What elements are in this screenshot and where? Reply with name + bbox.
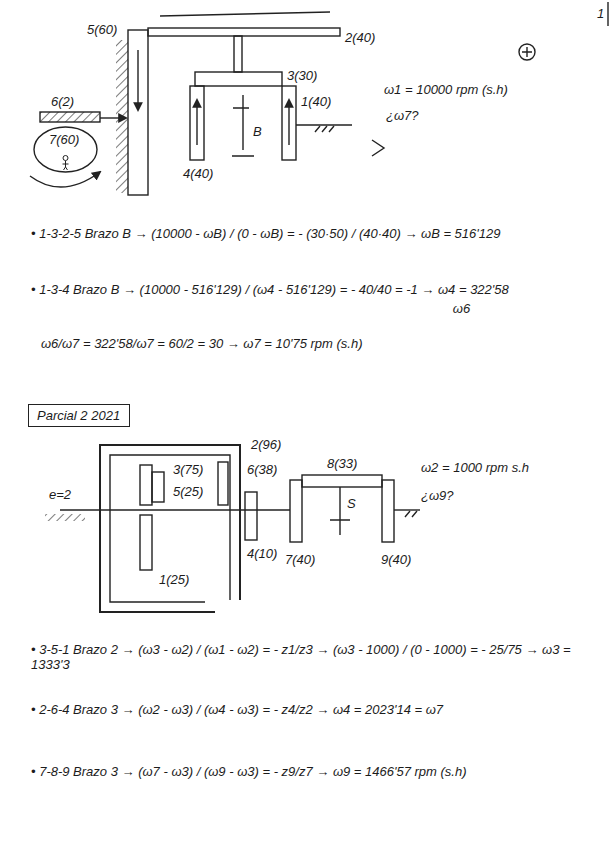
bevel-gear <box>190 86 204 160</box>
bearing-symbol <box>315 126 334 132</box>
sketch-stroke <box>160 12 330 16</box>
gear <box>218 462 228 505</box>
bottom-gear-train <box>45 445 420 612</box>
equation: • 3-5-1 Brazo 2 → (ω3 - ω2) / (ω1 - ω2) … <box>30 642 602 672</box>
part-label: 4(10) <box>246 546 278 561</box>
part-label: ¿ω7? <box>385 108 420 123</box>
equation: ω6/ω7 = 322'58/ω7 = 60/2 = 30 → ω7 = 10'… <box>40 336 364 351</box>
part-label: 3(75) <box>172 462 204 477</box>
ground-hatch <box>45 514 85 521</box>
equation: • 1-3-4 Brazo B → (10000 - 516'129) / (ω… <box>30 282 510 297</box>
bearing-symbol <box>405 511 417 517</box>
gear <box>140 465 152 505</box>
part-label: 5(25) <box>172 484 204 499</box>
sign-symbol <box>522 47 532 57</box>
part-label: 1(25) <box>158 572 190 587</box>
shaft <box>296 124 352 125</box>
part-label: S <box>346 496 357 511</box>
equation: • 7-8-9 Brazo 3 → (ω7 - ω3) / (ω9 - ω3) … <box>30 764 468 779</box>
ground-hatch <box>116 40 128 193</box>
part-label: e=2 <box>48 487 72 502</box>
rotation-arrow <box>196 100 197 145</box>
arm-frame <box>100 445 240 612</box>
part-label: B <box>252 124 263 139</box>
gear-bar <box>148 28 340 36</box>
figure-symbol <box>63 156 69 171</box>
equation: • 2-6-4 Brazo 3 → (ω2 - ω3) / (ω4 - ω3) … <box>30 702 444 717</box>
figure-symbol <box>63 161 69 170</box>
part-label: ¿ω9? <box>420 488 455 503</box>
part-label: 8(33) <box>326 456 358 471</box>
bevel-gear <box>290 480 302 542</box>
arm-frame <box>110 455 230 602</box>
part-label: 2(96) <box>250 437 282 452</box>
part-label: 1 <box>596 6 605 21</box>
rotation-arrow <box>30 172 100 187</box>
circle-outline <box>34 127 97 172</box>
part-label: 7(40) <box>284 552 316 567</box>
part-label: 6(2) <box>50 94 75 109</box>
ring-gear <box>128 30 148 195</box>
part-label: ω6 <box>452 301 471 316</box>
gear <box>245 492 257 540</box>
part-label: ω1 = 10000 rpm (s.h) <box>383 82 509 97</box>
input-arrow <box>100 117 126 118</box>
input-shaft <box>40 112 100 122</box>
section-title: Parcial 2 2021 <box>37 408 121 423</box>
shaft <box>234 36 242 72</box>
part-label: 6(38) <box>246 462 278 477</box>
circled-gear-label: 7(60) <box>33 126 98 173</box>
part-label: 4(40) <box>182 166 214 181</box>
bevel-gear <box>195 72 282 86</box>
page-bracket <box>607 2 608 26</box>
part-label: 1(40) <box>300 94 332 109</box>
part-label: 5(60) <box>86 22 118 37</box>
top-gear-train <box>30 2 608 195</box>
arm-symbol <box>330 487 350 535</box>
sketch-mark <box>372 140 384 156</box>
gear-number: 7(60) <box>49 132 82 147</box>
shaft <box>60 509 290 510</box>
gear <box>140 515 152 570</box>
shaft <box>394 509 420 510</box>
part-label: 9(40) <box>380 552 412 567</box>
bevel-gear <box>382 480 394 542</box>
figure-symbol <box>63 156 68 161</box>
heading-box: Parcial 2 2021 <box>28 404 130 427</box>
sign-symbol <box>519 44 535 60</box>
part-label: 3(30) <box>286 68 318 83</box>
rotation-arrow <box>288 100 289 145</box>
rotation-arrow <box>137 50 138 110</box>
gear <box>152 472 164 502</box>
bevel-gear <box>282 86 296 160</box>
arm-symbol <box>232 95 254 156</box>
bevel-gear <box>302 475 382 487</box>
part-label: ω2 = 1000 rpm s.h <box>420 460 530 475</box>
part-label: 2(40) <box>344 30 376 45</box>
equation: • 1-3-2-5 Brazo B → (10000 - ωB) / (0 - … <box>30 226 501 241</box>
